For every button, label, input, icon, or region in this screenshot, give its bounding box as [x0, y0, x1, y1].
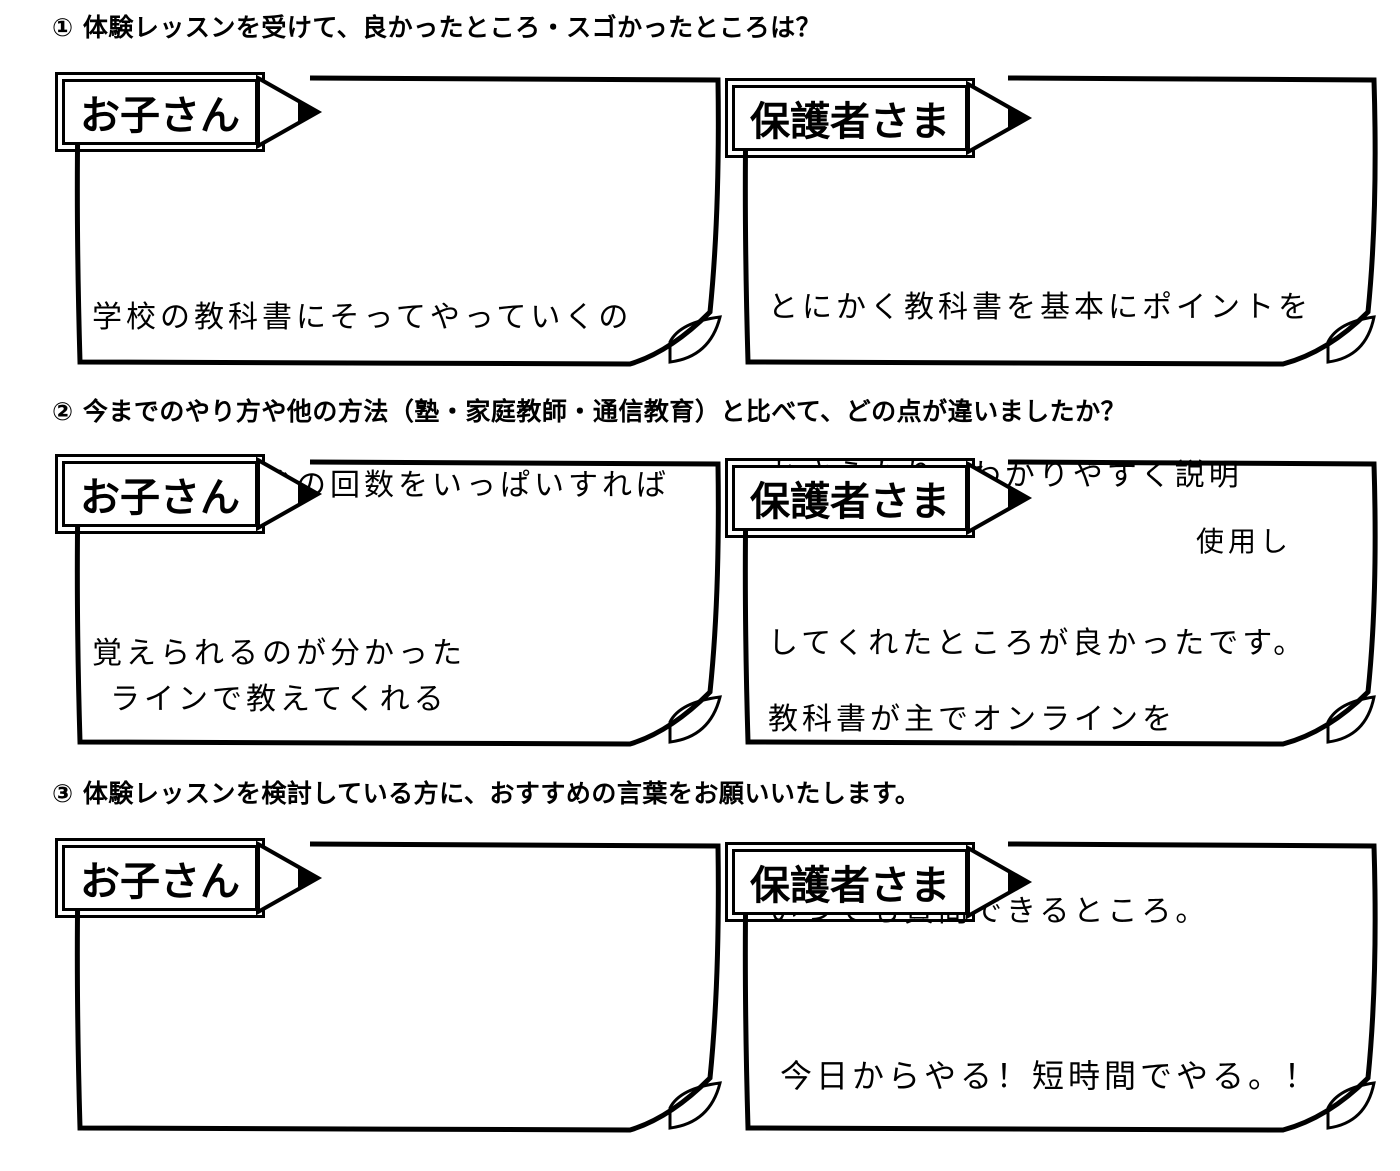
- question-1-title: ① 体験レッスンを受けて、良かったところ・スゴかったところは？: [52, 13, 822, 42]
- q3-child-card: [70, 838, 725, 1134]
- note-paper-frame: [74, 841, 722, 1133]
- q1-parent-card: [738, 72, 1378, 368]
- answer-line: 覚えられるのが分かった: [92, 636, 466, 671]
- pencil-tip-icon: [966, 80, 1033, 156]
- q2-parent-answer: 教科書が主でオンラインを いつでも質問できるところ。: [768, 560, 1368, 1008]
- q1-parent-label: 保護者さま: [725, 78, 975, 158]
- answer-line: とにかく教科書を基本にポイントを: [768, 290, 1312, 325]
- q1-child-label: お子さん: [55, 72, 265, 152]
- q2-parent-annotation: 使用し: [1196, 525, 1293, 558]
- q3-parent-card: [738, 838, 1378, 1134]
- q1-parent-tag: 保護者さま: [725, 78, 1033, 158]
- pencil-tip-icon: [966, 844, 1033, 920]
- q1-child-tag: お子さん: [55, 72, 323, 152]
- q2-child-card: [70, 456, 725, 748]
- q2-child-answer: ラインで教えてくれる: [110, 560, 710, 784]
- pencil-tip-icon: [256, 456, 323, 532]
- q3-parent-tag: 保護者さま: [725, 842, 1033, 922]
- q2-parent-label: 保護者さま: [725, 458, 975, 538]
- note-paper-frame: [742, 841, 1378, 1133]
- q3-parent-label: 保護者さま: [725, 842, 975, 922]
- q3-child-label: お子さん: [55, 838, 265, 918]
- answer-line: 学校の教科書にそってやっていくの: [92, 300, 633, 335]
- q3-child-tag: お子さん: [55, 838, 323, 918]
- note-paper-frame: [74, 459, 722, 747]
- note-paper-frame: [74, 75, 722, 367]
- note-paper-frame: [742, 75, 1378, 367]
- q2-parent-card: [738, 456, 1378, 748]
- q2-child-tag: お子さん: [55, 454, 323, 534]
- q3-parent-answer: 今日からやる！短時間でやる。！: [780, 936, 1370, 1160]
- pencil-tip-icon: [256, 74, 323, 150]
- pencil-tip-icon: [966, 460, 1033, 536]
- question-3-title: ③ 体験レッスンを検討している方に、おすすめの言葉をお願いいたします。: [52, 779, 921, 808]
- note-paper-frame: [742, 459, 1378, 747]
- answer-line: してくれたところが良かったです。: [768, 626, 1308, 661]
- q1-child-card: [70, 72, 725, 368]
- answer-line: 今日からやる！短時間でやる。！: [780, 1057, 1321, 1095]
- answer-line: ラインで教えてくれる: [110, 682, 448, 717]
- q2-parent-tag: 保護者さま: [725, 458, 1033, 538]
- question-2-title: ② 今までのやり方や他の方法（塾・家庭教師・通信教育）と比べて、どの点が違いまし…: [52, 397, 1127, 426]
- pencil-tip-icon: [256, 840, 323, 916]
- q2-child-label: お子さん: [55, 454, 265, 534]
- answer-line: 教科書が主でオンラインを: [768, 702, 1176, 737]
